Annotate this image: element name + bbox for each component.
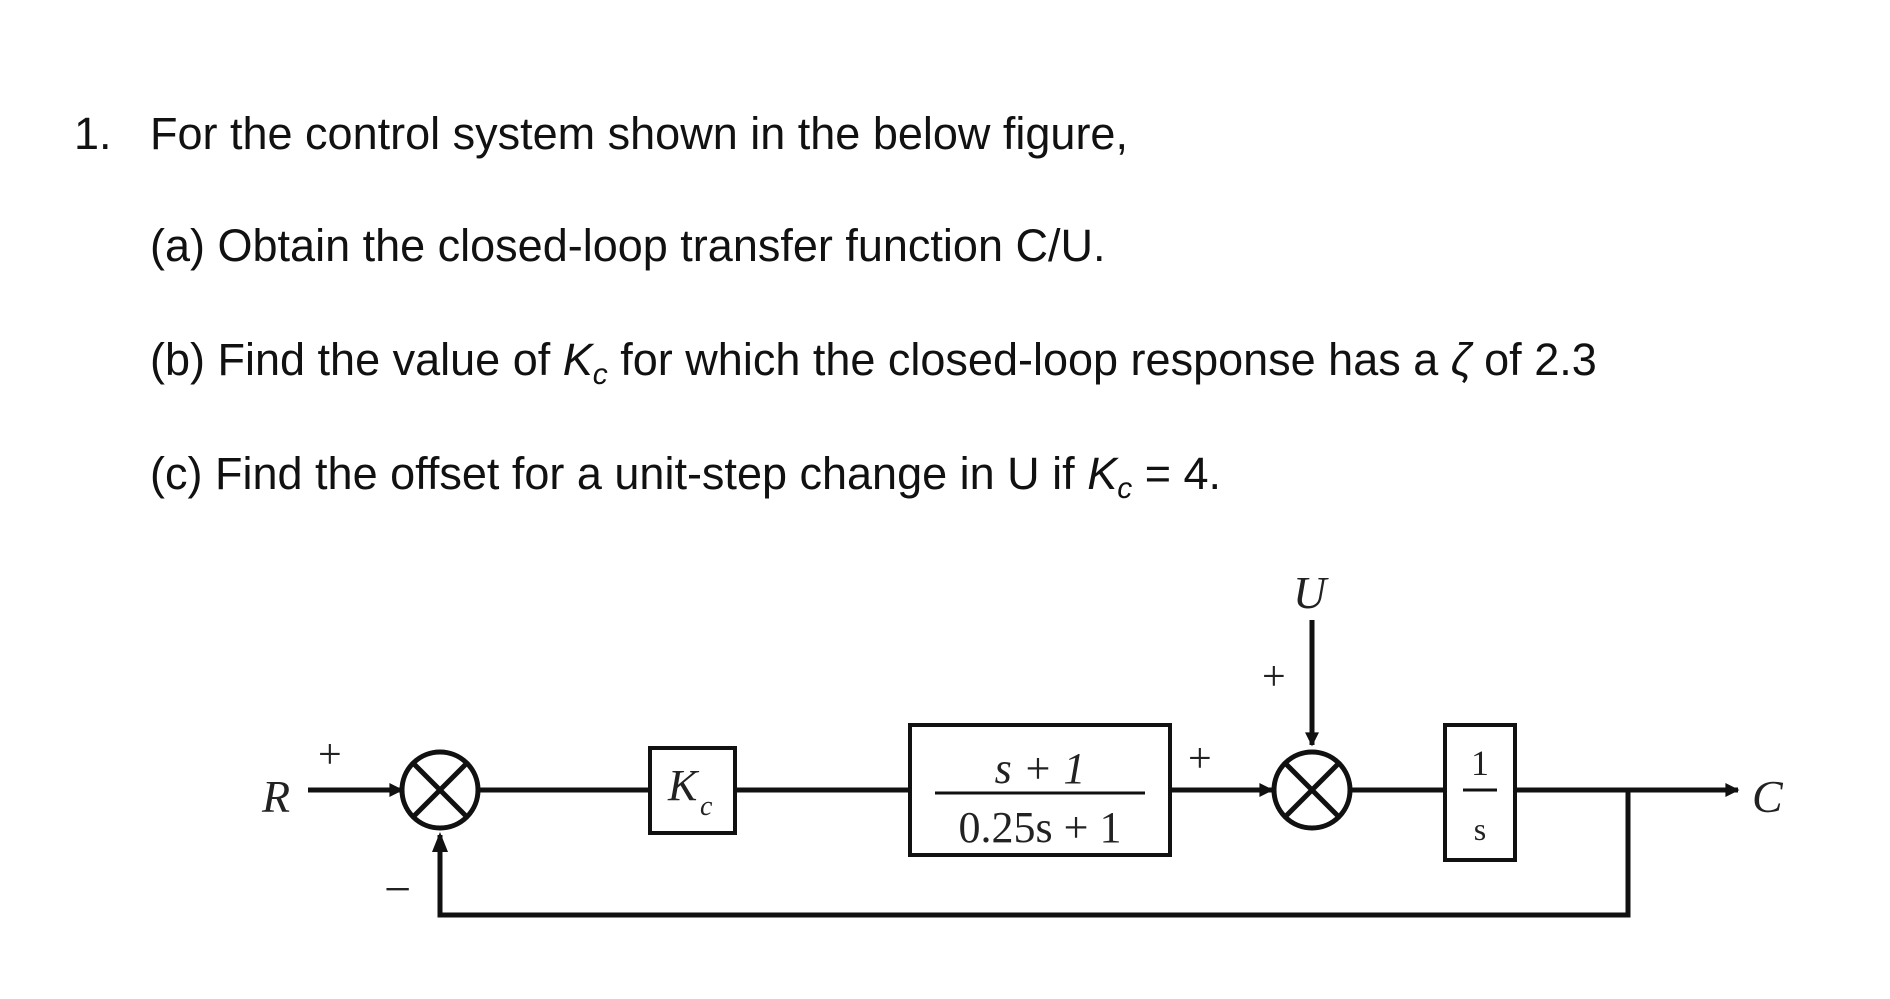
sum1-plus-sign: + [318, 732, 342, 778]
sum1-minus-sign: − [384, 863, 411, 916]
part-a-label: (a) [150, 220, 205, 271]
sum2-left-plus-sign: + [1188, 736, 1212, 782]
controller-block [648, 746, 737, 835]
part-c-label: (c) [150, 448, 203, 499]
part-b: (b) Find the value of Kc for which the c… [150, 332, 1597, 403]
controller-k-symbol: K [667, 761, 700, 810]
part-a: (a) Obtain the closed-loop transfer func… [150, 218, 1105, 274]
feedback-arrowhead [432, 832, 448, 852]
process-block [908, 723, 1172, 857]
part-b-label: (b) [150, 334, 205, 385]
integrator-denominator: s [1474, 811, 1486, 847]
question-intro: For the control system shown in the belo… [150, 108, 1128, 159]
part-b-pre: Find the value of [217, 334, 551, 385]
part-c-k-symbol: K [1087, 448, 1118, 499]
sum2-top-plus-sign: + [1262, 654, 1286, 700]
output-label: C [1752, 771, 1784, 822]
integrator-numerator: 1 [1471, 743, 1489, 783]
integrator-block [1443, 723, 1517, 862]
disturbance-label: U [1293, 567, 1329, 618]
part-c-pre: Find the offset for a unit-step change i… [215, 448, 1075, 499]
part-a-text: Obtain the closed-loop transfer function… [217, 220, 1106, 271]
summing-junction-1 [399, 749, 481, 831]
process-numerator: s + 1 [995, 744, 1086, 793]
process-denominator: 0.25s + 1 [959, 803, 1122, 852]
feedback-line [437, 790, 1631, 918]
part-c: (c) Find the offset for a unit-step chan… [150, 446, 1221, 517]
part-c-k-sub: c [1117, 472, 1133, 505]
question-number: 1. [74, 108, 112, 159]
part-b-k-symbol: K [562, 334, 593, 385]
part-b-mid: for which the closed-loop response has a [620, 334, 1439, 385]
part-c-post: = 4. [1144, 448, 1222, 499]
part-b-post: of 2.3 [1484, 334, 1597, 385]
input-label: R [261, 771, 290, 822]
part-b-zeta: ζ [1450, 334, 1472, 385]
part-b-k-sub: c [592, 358, 608, 391]
summing-junction-2 [1271, 749, 1353, 831]
controller-k-sub: c [700, 791, 713, 822]
